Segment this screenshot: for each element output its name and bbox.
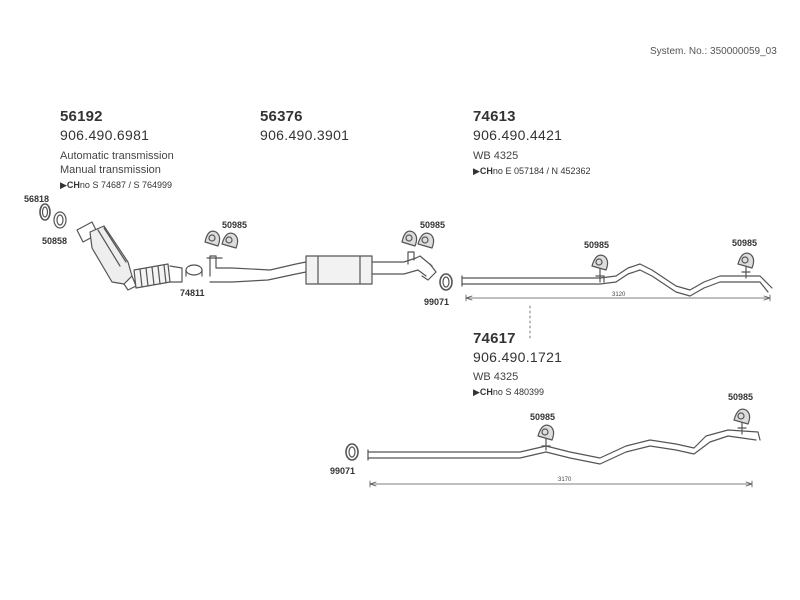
clamp-99071-b-shape [345, 443, 359, 461]
gasket-56818-shape [39, 203, 51, 221]
clamp-99071-a-shape [439, 273, 453, 291]
hanger-50985-h-shape [733, 408, 751, 425]
catalytic-converter-56192-shape [76, 221, 183, 291]
hanger-50985-d-shape [417, 232, 435, 249]
callout-50985-a: 50985 [222, 220, 248, 230]
dimension-line-3120 [465, 294, 771, 302]
hanger-50985-f-shape [737, 252, 755, 269]
chassis-range-56192: ▶CHno S 74687 / S 764999 [60, 180, 172, 191]
ch-prefix: CH [479, 387, 493, 397]
ch-prefix: CH [479, 166, 493, 176]
note-wb-74613: WB 4325 [473, 150, 519, 162]
part-number-56192: 56192 [60, 108, 103, 125]
ch-prefix: CH [66, 180, 80, 190]
ch-suffix: no [492, 387, 503, 397]
part-number-56376: 56376 [260, 108, 303, 125]
oem-number-56376: 906.490.3901 [260, 127, 350, 143]
hanger-50985-e-shape [591, 254, 609, 271]
clamp-74811-shape [185, 264, 203, 277]
middle-pipe-56376-shape [206, 251, 437, 285]
callout-50985-c: 50985 [584, 240, 610, 250]
ch-range-text: E 057184 / N 452362 [505, 166, 591, 176]
ring-50858-shape [53, 211, 67, 229]
oem-number-74617: 906.490.1721 [473, 349, 563, 365]
note-manual-transmission: Manual transmission [60, 164, 161, 176]
hanger-50985-b-shape [221, 232, 239, 249]
part-number-74613: 74613 [473, 108, 516, 125]
oem-number-56192: 906.490.6981 [60, 127, 150, 143]
system-number: System. No.: 350000059_03 [650, 46, 777, 57]
dimension-label-3120: 3120 [612, 292, 626, 298]
ch-range-text: S 74687 / S 764999 [92, 180, 173, 190]
ch-range-text: S 480399 [505, 387, 544, 397]
tail-pipe-74617-shape [367, 421, 761, 465]
dimension-label-3170: 3170 [558, 477, 572, 483]
callout-56818: 56818 [24, 194, 50, 204]
ch-suffix: no [79, 180, 90, 190]
callout-99071-a: 99071 [424, 297, 450, 307]
callout-99071-b: 99071 [330, 466, 356, 476]
arrow-right-icon: ▶ [473, 387, 480, 397]
oem-number-74613: 906.490.4421 [473, 127, 563, 143]
callout-50985-e: 50985 [530, 412, 556, 422]
arrow-right-icon: ▶ [473, 166, 480, 176]
callout-50858: 50858 [42, 236, 68, 246]
chassis-range-74617: ▶CHno S 480399 [473, 387, 544, 398]
note-wb-74617: WB 4325 [473, 371, 519, 383]
chassis-range-74613: ▶CHno E 057184 / N 452362 [473, 166, 591, 177]
ch-suffix: no [492, 166, 503, 176]
hanger-50985-c-shape [401, 230, 418, 247]
dimension-line-3170 [369, 480, 753, 488]
arrow-right-icon: ▶ [60, 180, 67, 190]
callout-50985-f: 50985 [728, 392, 754, 402]
tail-pipe-74613-shape [461, 263, 773, 297]
part-number-74617: 74617 [473, 330, 516, 347]
callout-50985-b: 50985 [420, 220, 446, 230]
hanger-50985-a-shape [204, 230, 221, 247]
hanger-50985-g-shape [537, 424, 555, 441]
callout-74811: 74811 [180, 288, 205, 298]
callout-50985-d: 50985 [732, 238, 758, 248]
note-automatic-transmission: Automatic transmission [60, 150, 174, 162]
